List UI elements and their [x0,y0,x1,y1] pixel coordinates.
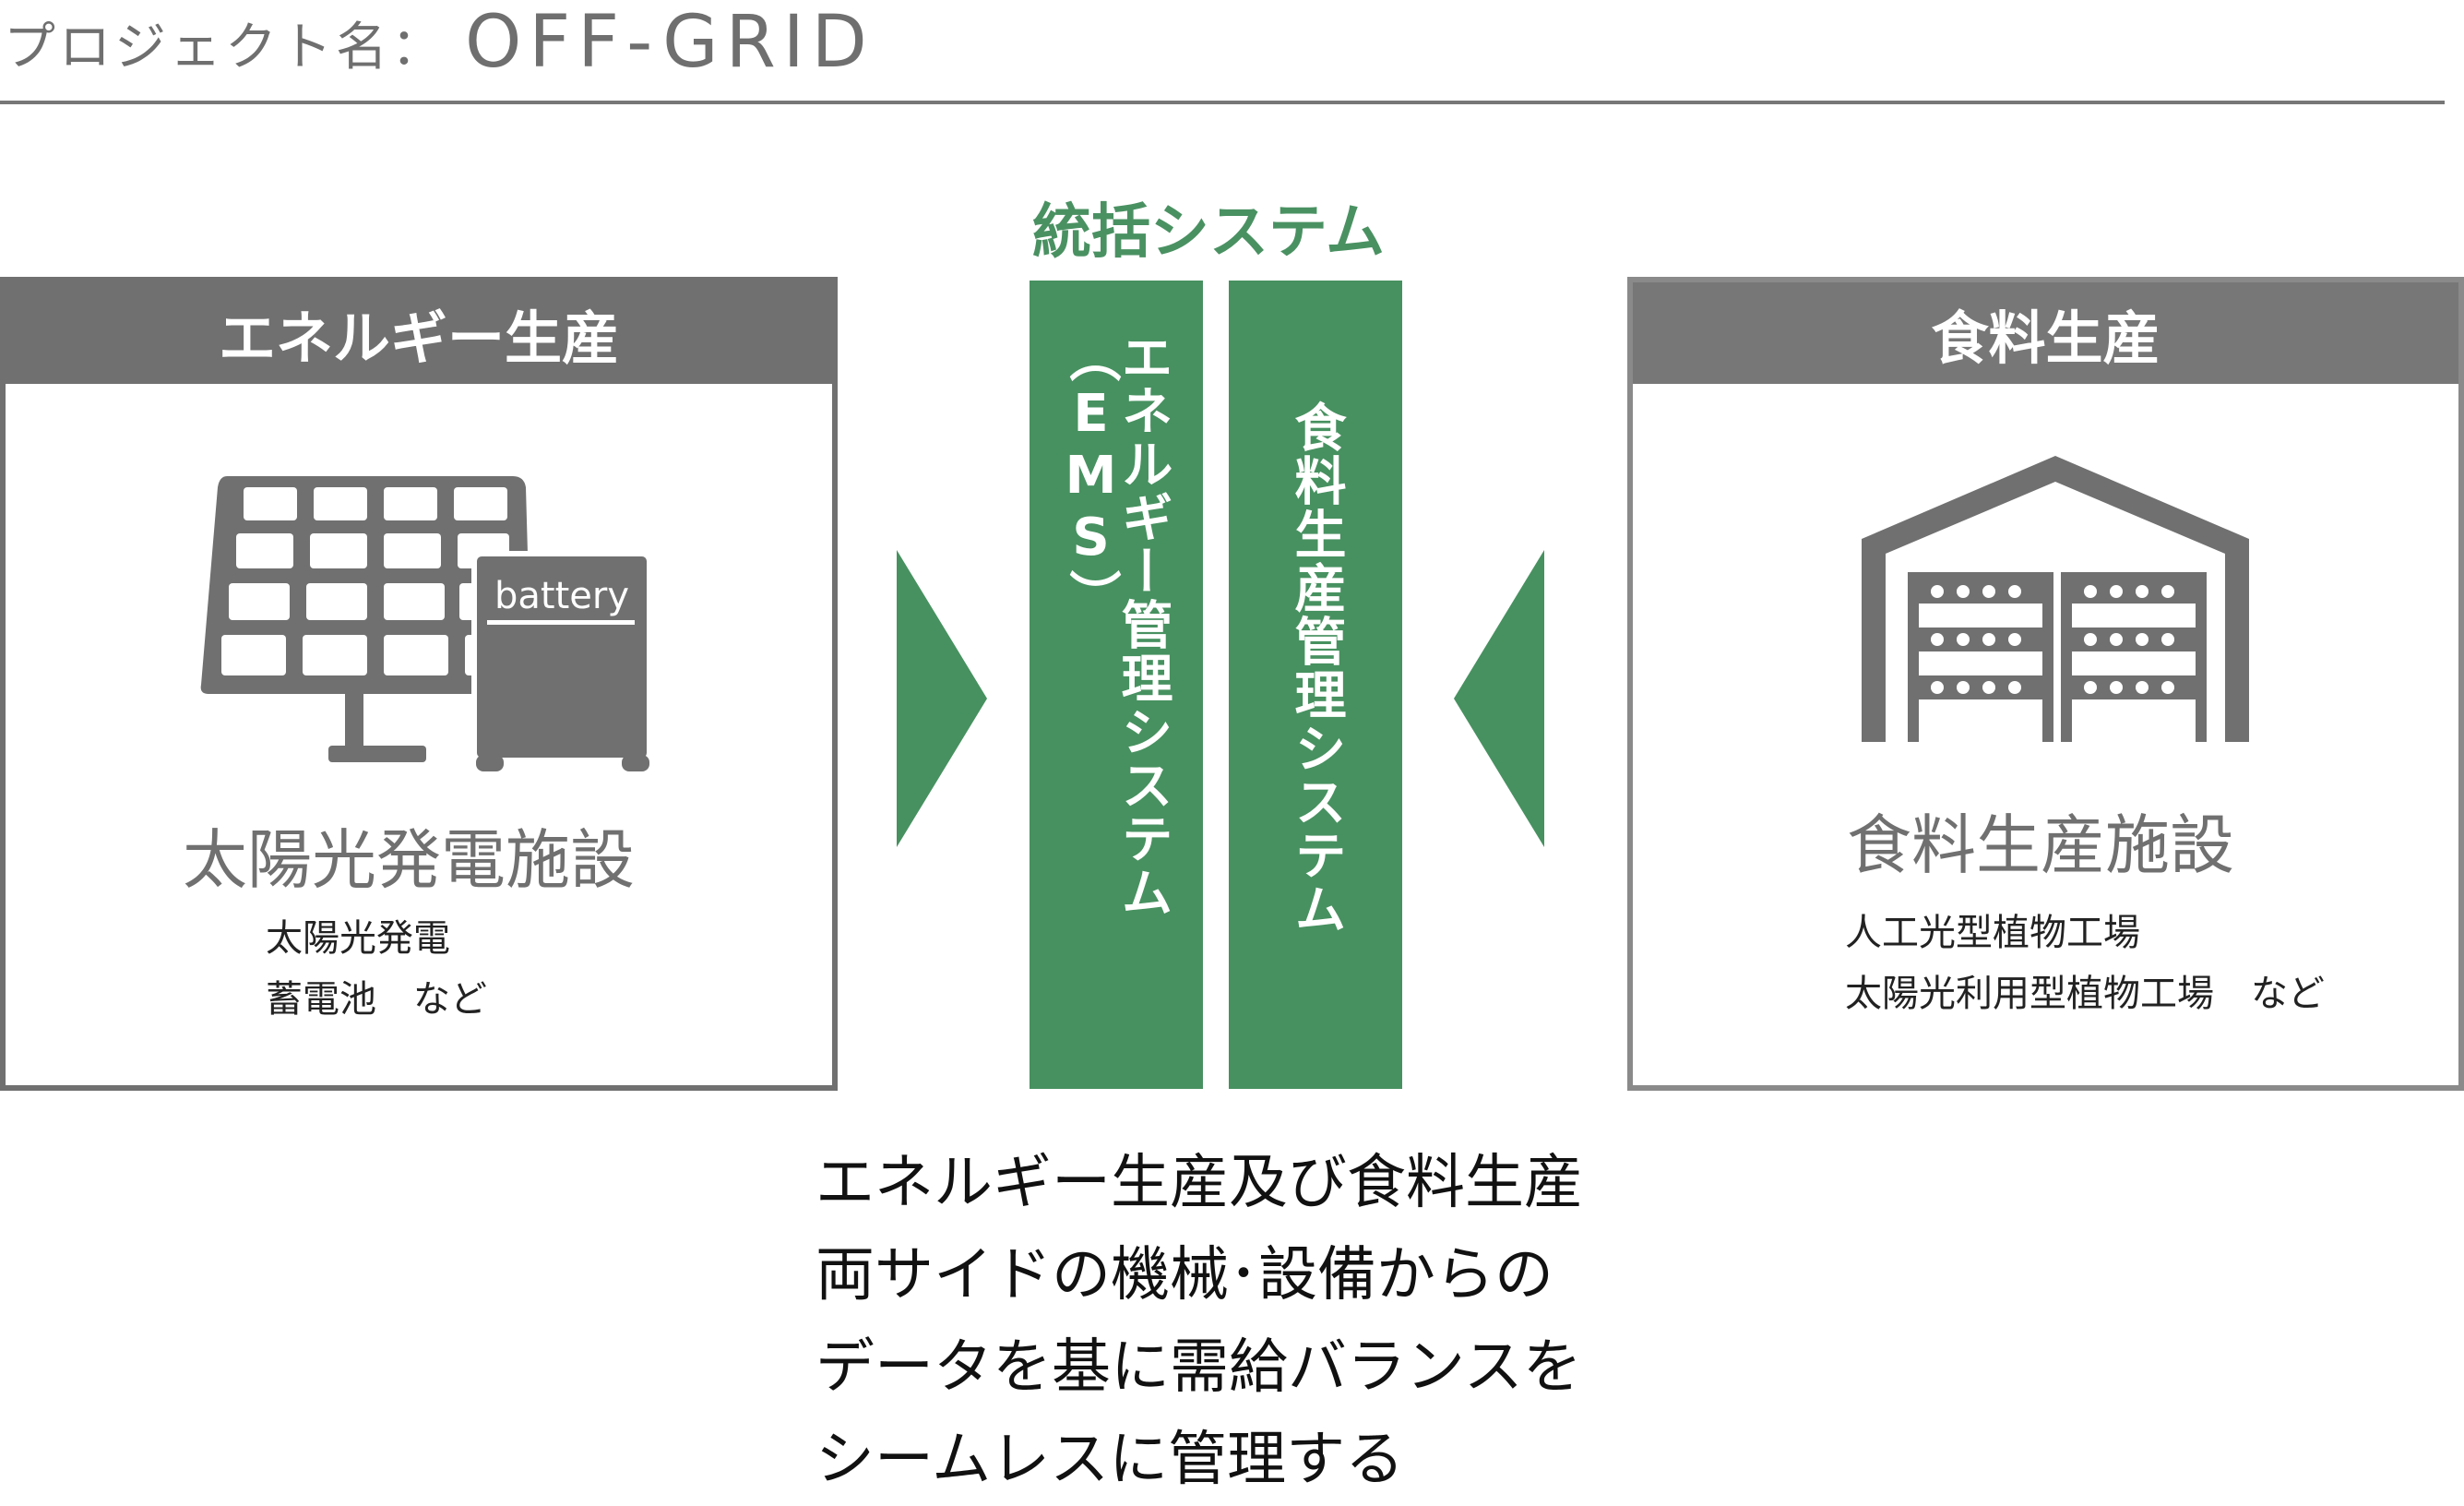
food-management-column: 食料生産管理システム [1229,281,1402,1089]
solar-facility-label: 太陽光発電施設 [183,822,635,898]
food-item: 人工光型植物工場 [1845,912,2140,954]
right-arrow-icon [1454,550,1544,847]
food-items: 人工光型植物工場 太陽光利用型植物工場 など [1845,902,2325,1024]
system-description: エネルギー生産及び食料生産 両サイドの機械･設備からの データを基に需給バランス… [815,1137,1583,1506]
description-line: エネルギー生産及び食料生産 [815,1149,1583,1217]
food-facility-label: 食料生産施設 [1847,807,2234,883]
food-management-column-label: 食料生産管理システム [1286,400,1346,936]
project-name: OFF-GRID [465,1,875,84]
description-line: データを基に需給バランスを [815,1333,1582,1402]
ems-column-label: エネルギー管理システム（EMS） [1061,330,1172,919]
energy-item: 太陽光発電 [266,917,450,960]
battery-label: battery [494,575,629,617]
solar-panel-battery-icon: battery [200,476,652,771]
energy-production-box: エネルギー生産 battery [0,277,838,1091]
food-production-box: 食料生産 食料生産施設 人工光型植物工場 太陽光利用型植物工場 など [1627,277,2464,1091]
project-header: プロジェクト名： OFF-GRID [4,0,875,85]
project-label: プロジェクト名： [4,17,446,78]
description-line: 両サイドの機械･設備からの [815,1241,1553,1309]
energy-items: 太陽光発電 蓄電池 など [266,908,487,1030]
food-item: 太陽光利用型植物工場 など [1845,973,2325,1015]
energy-item: 蓄電池 など [266,978,487,1021]
ems-column: エネルギー管理システム（EMS） [1030,281,1203,1089]
header-divider [0,101,2445,104]
integrated-system-title: 統括システム [1031,198,1386,267]
description-line: シームレスに管理する [815,1426,1405,1494]
energy-production-title: エネルギー生産 [6,282,832,384]
left-arrow-icon [897,550,987,847]
plant-factory-icon [1862,456,2249,742]
food-production-title: 食料生産 [1633,282,2458,384]
